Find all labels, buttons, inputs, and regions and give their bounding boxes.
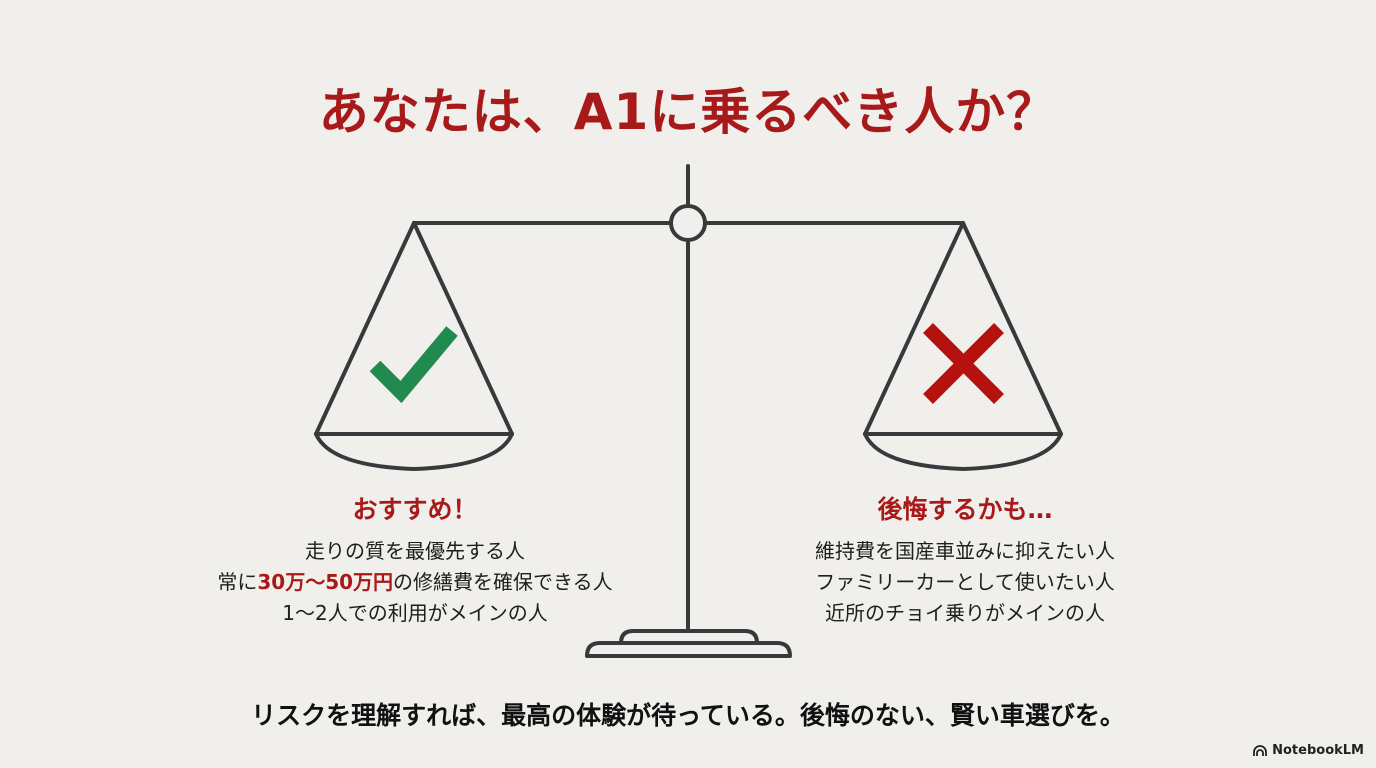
cross-icon (923, 323, 1004, 404)
regret-item: ファミリーカーとして使いたい人 (815, 570, 1115, 594)
right-pan (863, 221, 1063, 471)
brand-watermark: NotebookLM (1252, 743, 1364, 758)
brand-name: NotebookLM (1272, 743, 1364, 758)
cost-highlight: 30万〜50万円 (257, 570, 394, 594)
recommended-item: 走りの質を最優先する人 (305, 539, 525, 563)
regret-heading: 後悔するかも… (877, 495, 1053, 524)
scale-pivot (669, 204, 707, 242)
item-text: 常に (217, 570, 258, 594)
regret-item: 維持費を国産車並みに抑えたい人 (815, 539, 1115, 563)
page-title: あなたは、A1に乗るべき人か？ (318, 83, 1058, 141)
recommended-heading: おすすめ！ (352, 495, 478, 524)
scale-base (585, 629, 792, 658)
notebooklm-logo-icon (1253, 744, 1268, 756)
left-pan (314, 221, 514, 471)
regret-item: 近所のチョイ乗りがメインの人 (825, 601, 1105, 625)
recommended-section: おすすめ！ 走りの質を最優先する人 常に30万〜50万円の修繕費を確保できる人 … (190, 490, 640, 629)
recommended-item: 常に30万〜50万円の修繕費を確保できる人 (190, 567, 640, 598)
item-text: の修繕費を確保できる人 (393, 570, 613, 594)
regret-section: 後悔するかも… 維持費を国産車並みに抑えたい人 ファミリーカーとして使いたい人 … (760, 490, 1170, 629)
footer-message: リスクを理解すれば、最高の体験が待っている。後悔のない、賢い車選びを。 (251, 701, 1125, 730)
check-icon (369, 326, 458, 404)
recommended-item: 1〜2人での利用がメインの人 (282, 601, 548, 625)
